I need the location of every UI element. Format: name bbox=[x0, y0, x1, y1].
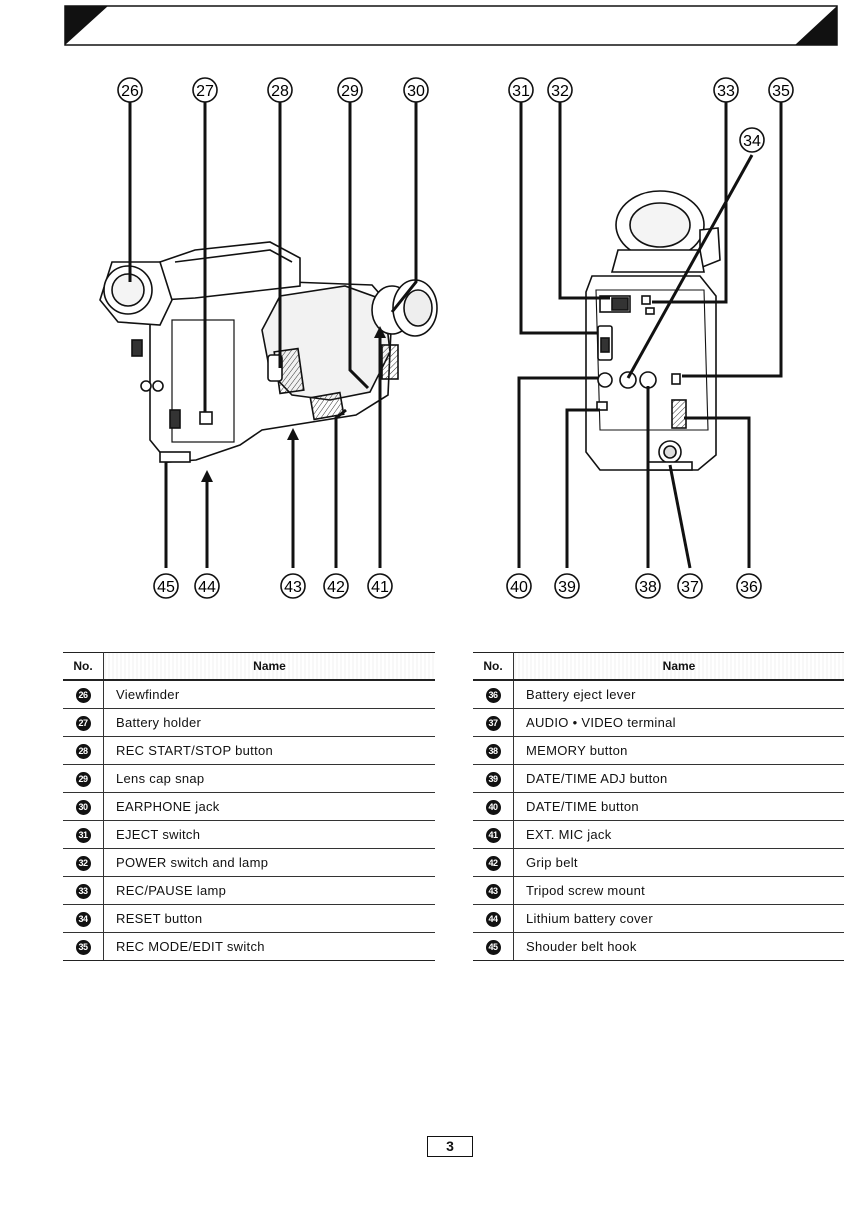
table-row: 37 AUDIO • VIDEO terminal bbox=[473, 708, 844, 737]
part-number: 41 bbox=[485, 828, 501, 843]
callout-label: 41 bbox=[371, 579, 389, 596]
leader-lines bbox=[128, 102, 783, 569]
header-band bbox=[64, 5, 838, 46]
table-row: 34 RESET button bbox=[63, 904, 435, 933]
table-header-row: No. Name bbox=[473, 652, 844, 681]
table-row: 41 EXT. MIC jack bbox=[473, 820, 844, 849]
callouts-bottom-right: 40 39 38 37 36 bbox=[506, 573, 762, 599]
callouts-top-right: 31 32 33 35 34 bbox=[508, 77, 794, 153]
part-number: 37 bbox=[485, 716, 501, 731]
camcorder-illustration: 26 27 28 29 30 45 44 43 42 41 31 32 33 3… bbox=[99, 77, 794, 599]
column-header-no: No. bbox=[63, 652, 104, 681]
part-number: 28 bbox=[75, 744, 91, 759]
callout-label: 28 bbox=[271, 83, 289, 100]
column-header-name: Name bbox=[103, 652, 435, 681]
callout-label: 38 bbox=[639, 579, 657, 596]
table-row: 35 REC MODE/EDIT switch bbox=[63, 932, 435, 961]
table-row: 27 Battery holder bbox=[63, 708, 435, 737]
part-name: Viewfinder bbox=[103, 680, 435, 709]
table-row: 36 Battery eject lever bbox=[473, 680, 844, 709]
parts-table-left: No. Name 26 Viewfinder 27 Battery holder 2… bbox=[63, 652, 435, 961]
table-row: 43 Tripod screw mount bbox=[473, 876, 844, 905]
callout-label: 34 bbox=[743, 133, 761, 150]
table-row: 40 DATE/TIME button bbox=[473, 792, 844, 821]
part-number: 29 bbox=[75, 772, 91, 787]
table-row: 38 MEMORY button bbox=[473, 736, 844, 765]
part-number: 33 bbox=[75, 884, 91, 899]
part-name: DATE/TIME ADJ button bbox=[513, 764, 844, 793]
part-number: 34 bbox=[75, 912, 91, 927]
callouts-top-left: 26 27 28 29 30 bbox=[117, 77, 429, 103]
part-name: Shouder belt hook bbox=[513, 932, 844, 961]
callout-label: 31 bbox=[512, 83, 530, 100]
table-row: 31 EJECT switch bbox=[63, 820, 435, 849]
table-row: 30 EARPHONE jack bbox=[63, 792, 435, 821]
callout-label: 39 bbox=[558, 579, 576, 596]
part-number: 36 bbox=[485, 688, 501, 703]
callout-label: 29 bbox=[341, 83, 359, 100]
table-row: 26 Viewfinder bbox=[63, 680, 435, 709]
part-name: Battery eject lever bbox=[513, 680, 844, 709]
part-number: 45 bbox=[485, 940, 501, 955]
table-row: 44 Lithium battery cover bbox=[473, 904, 844, 933]
callout-label: 40 bbox=[510, 579, 528, 596]
part-name: MEMORY button bbox=[513, 736, 844, 765]
part-number: 35 bbox=[75, 940, 91, 955]
table-row: 45 Shouder belt hook bbox=[473, 932, 844, 961]
part-name: Lithium battery cover bbox=[513, 904, 844, 933]
callout-label: 44 bbox=[198, 579, 216, 596]
part-number: 39 bbox=[485, 772, 501, 787]
part-name: AUDIO • VIDEO terminal bbox=[513, 708, 844, 737]
table-row: 29 Lens cap snap bbox=[63, 764, 435, 793]
part-name: DATE/TIME button bbox=[513, 792, 844, 821]
part-name: REC/PAUSE lamp bbox=[103, 876, 435, 905]
callout-label: 42 bbox=[327, 579, 345, 596]
callout-label: 33 bbox=[717, 83, 735, 100]
part-number: 38 bbox=[485, 744, 501, 759]
part-number: 44 bbox=[485, 912, 501, 927]
page-number: 3 bbox=[427, 1136, 473, 1157]
part-number: 27 bbox=[75, 716, 91, 731]
table-row: 39 DATE/TIME ADJ button bbox=[473, 764, 844, 793]
callout-label: 30 bbox=[407, 83, 425, 100]
camcorder-side-view bbox=[99, 241, 438, 463]
callout-label: 27 bbox=[196, 83, 214, 100]
callout-label: 43 bbox=[284, 579, 302, 596]
part-number: 42 bbox=[485, 856, 501, 871]
part-name: EJECT switch bbox=[103, 820, 435, 849]
part-number: 26 bbox=[75, 688, 91, 703]
camcorder-rear-view bbox=[585, 190, 721, 471]
column-header-name: Name bbox=[513, 652, 844, 681]
callout-label: 45 bbox=[157, 579, 175, 596]
table-row: 42 Grip belt bbox=[473, 848, 844, 877]
part-name: EARPHONE jack bbox=[103, 792, 435, 821]
table-row: 33 REC/PAUSE lamp bbox=[63, 876, 435, 905]
part-name: REC START/STOP button bbox=[103, 736, 435, 765]
callouts-bottom-left: 45 44 43 42 41 bbox=[153, 573, 393, 599]
part-number: 40 bbox=[485, 800, 501, 815]
table-row: 32 POWER switch and lamp bbox=[63, 848, 435, 877]
part-name: Tripod screw mount bbox=[513, 876, 844, 905]
part-number: 43 bbox=[485, 884, 501, 899]
part-number: 30 bbox=[75, 800, 91, 815]
parts-table-right: No. Name 36 Battery eject lever 37 AUDIO •… bbox=[473, 652, 844, 961]
arrowheads bbox=[201, 326, 386, 482]
part-number: 32 bbox=[75, 856, 91, 871]
callout-label: 32 bbox=[551, 83, 569, 100]
part-name: Lens cap snap bbox=[103, 764, 435, 793]
part-name: Grip belt bbox=[513, 848, 844, 877]
column-header-no: No. bbox=[473, 652, 514, 681]
part-name: Battery holder bbox=[103, 708, 435, 737]
part-name: REC MODE/EDIT switch bbox=[103, 932, 435, 961]
callout-label: 36 bbox=[740, 579, 758, 596]
table-row: 28 REC START/STOP button bbox=[63, 736, 435, 765]
part-name: RESET button bbox=[103, 904, 435, 933]
table-header-row: No. Name bbox=[63, 652, 435, 681]
callout-label: 26 bbox=[121, 83, 139, 100]
callout-label: 35 bbox=[772, 83, 790, 100]
part-name: POWER switch and lamp bbox=[103, 848, 435, 877]
part-name: EXT. MIC jack bbox=[513, 820, 844, 849]
callout-label: 37 bbox=[681, 579, 699, 596]
part-number: 31 bbox=[75, 828, 91, 843]
